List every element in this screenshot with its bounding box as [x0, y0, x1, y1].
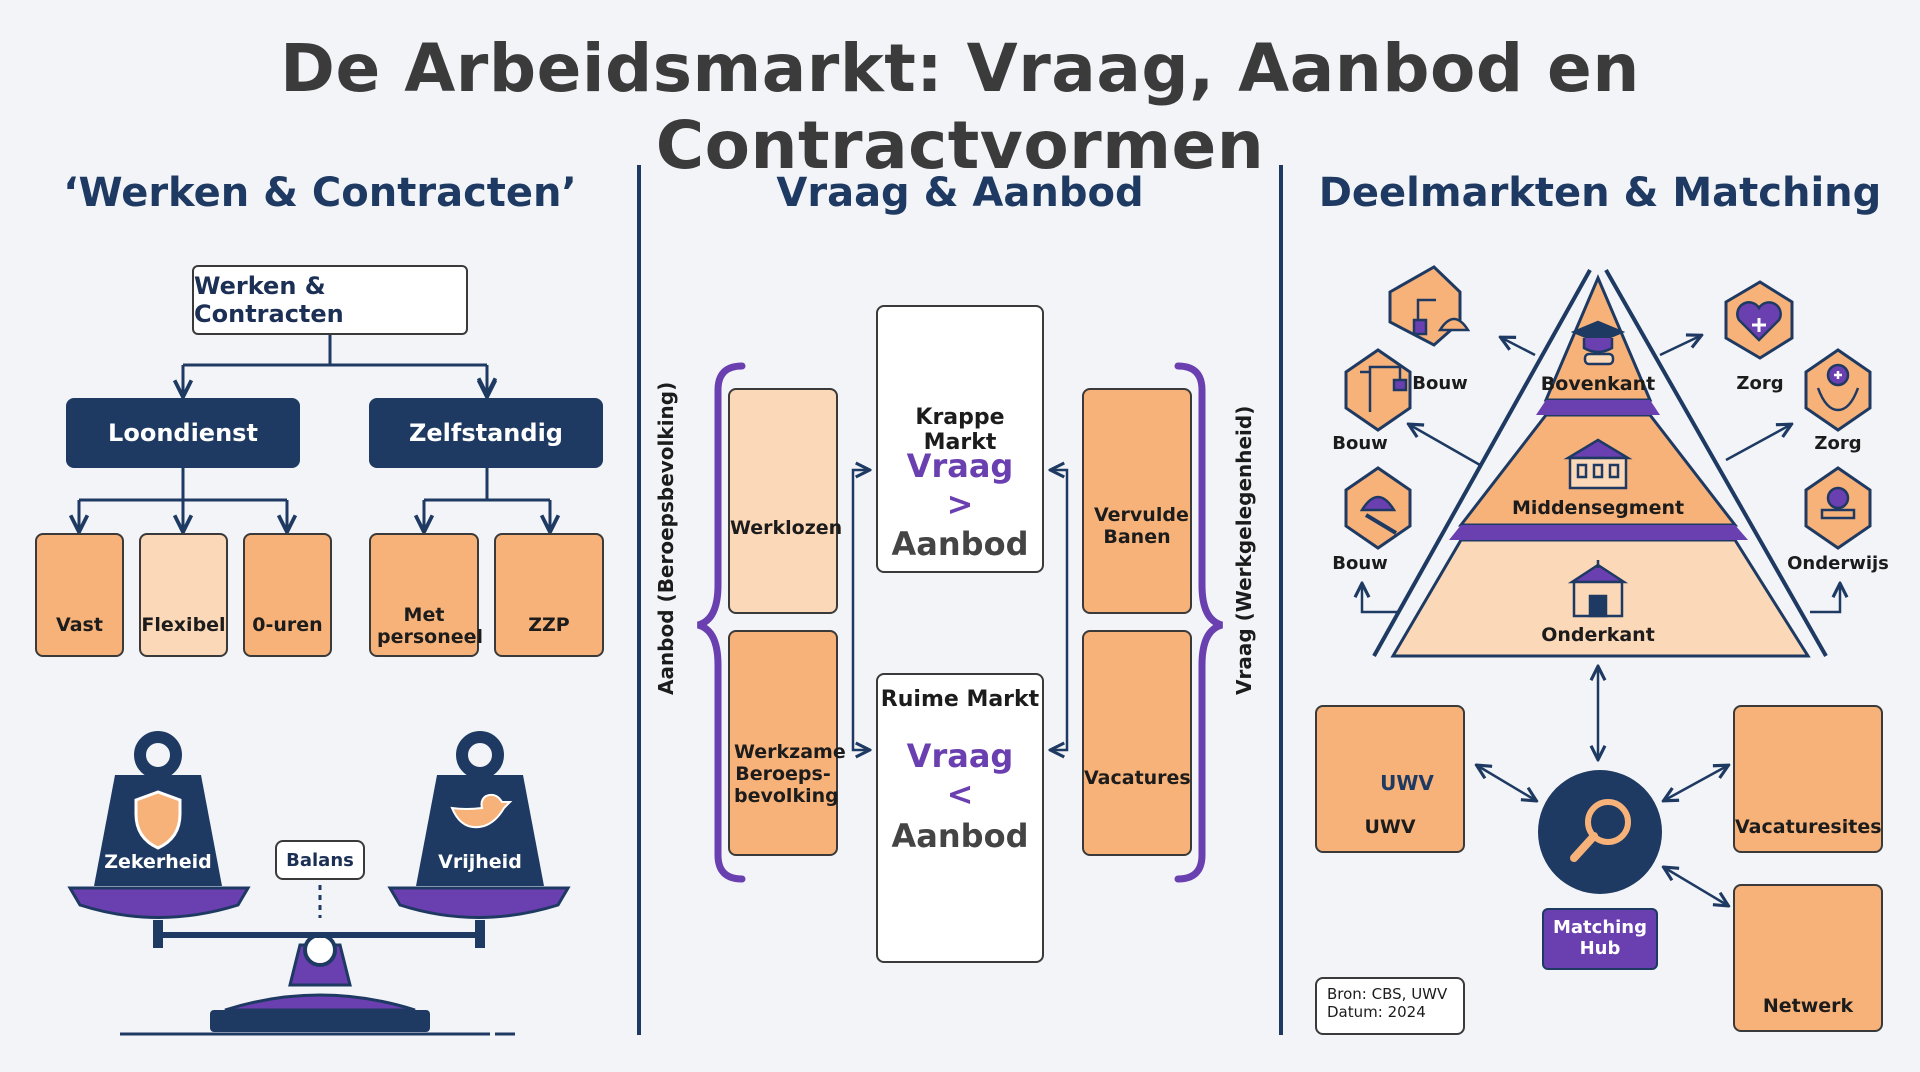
pyramid-bovenkant: Bovenkant — [1540, 373, 1656, 395]
balance-label: Balans — [275, 840, 365, 880]
hex-label-bouw-2: Bouw — [1332, 433, 1388, 454]
supply-werklozen: Werklozen — [728, 388, 842, 614]
section-title-right: Deelmarkten & Matching — [1318, 170, 1882, 216]
weight-label-zekerheid: Zekerheid — [104, 851, 212, 873]
loose-market-card: Ruime Markt Vraag < Aanbod — [876, 673, 1044, 963]
root-node: Werken & Contracten — [192, 265, 468, 335]
pyramid-middensegment: Middensegment — [1511, 497, 1685, 519]
vacaturesites-card: Vacaturesites — [1733, 705, 1883, 853]
care-hands-icon — [1816, 363, 1860, 412]
hex-arrows — [1362, 336, 1840, 905]
building-icon — [1563, 438, 1633, 490]
leaf-zzp: ZZP — [494, 533, 604, 657]
heart-icon — [1736, 301, 1782, 342]
hex-label-bouw-1: Bouw — [1412, 373, 1468, 394]
hex-label-onderwijs: Onderwijs — [1787, 553, 1889, 574]
weight-label-vrijheid: Vrijheid — [438, 851, 522, 873]
supply-axis-label: Aanbod (Beroepsbevolking) — [654, 381, 678, 695]
hex-label-zorg-2: Zorg — [1814, 433, 1862, 454]
graduation-cap-icon — [1570, 320, 1626, 366]
balance-scale — [67, 731, 571, 1036]
pyramid-onderkant: Onderkant — [1541, 624, 1655, 646]
page-title: De Arbeidsmarkt: Vraag, Aanbod en Contra… — [280, 30, 1640, 184]
matching-hub-label: Matching Hub — [1542, 908, 1658, 970]
section-title-left: ‘Werken & Contracten’ — [63, 170, 577, 216]
tight-market-card: Krappe Markt Vraag > Aanbod — [876, 305, 1044, 573]
demand-brace — [1174, 362, 1224, 883]
leaf-vast: Vast — [35, 533, 124, 657]
loondienst-node: Loondienst — [66, 398, 300, 468]
uwv-logo-text: UWV — [1380, 771, 1434, 795]
matching-hub-icon — [1538, 770, 1662, 894]
construction-icon — [1412, 298, 1471, 336]
leaf-flexibel: Flexibel — [139, 533, 228, 657]
demand-axis-label: Vraag (Werkgelegenheid) — [1232, 405, 1256, 695]
uwv-card: UWV UWV — [1315, 705, 1465, 853]
apple-books-icon — [1820, 486, 1856, 520]
section-title-middle: Vraag & Aanbod — [776, 170, 1144, 216]
school-icon — [1567, 560, 1629, 618]
market-arrows — [851, 470, 1069, 750]
leaf-met-personeel: Met personeel — [369, 533, 483, 657]
divider-left — [637, 165, 641, 1035]
source-box: Bron: CBS, UWV Datum: 2024 — [1315, 977, 1465, 1035]
zelfstandig-node: Zelfstandig — [369, 398, 603, 468]
demand-vervulde-banen: Vervulde Banen — [1082, 388, 1192, 614]
demand-vacatures: Vacatures — [1082, 630, 1192, 856]
supply-brace — [696, 362, 746, 883]
tree-connectors — [79, 335, 550, 530]
crane-icon — [1360, 365, 1408, 412]
source-line: Bron: CBS, UWV — [1327, 985, 1448, 1003]
divider-right — [1279, 165, 1283, 1035]
supply-werkzame: Werkzame Beroeps-bevolking — [728, 630, 846, 856]
hex-label-zorg-1: Zorg — [1736, 373, 1784, 394]
leaf-0-uren: 0-uren — [243, 533, 332, 657]
date-line: Datum: 2024 — [1327, 1003, 1426, 1021]
helmet-tools-icon — [1359, 495, 1398, 535]
netwerk-card: Netwerk — [1733, 884, 1883, 1032]
hex-label-bouw-3: Bouw — [1332, 553, 1388, 574]
